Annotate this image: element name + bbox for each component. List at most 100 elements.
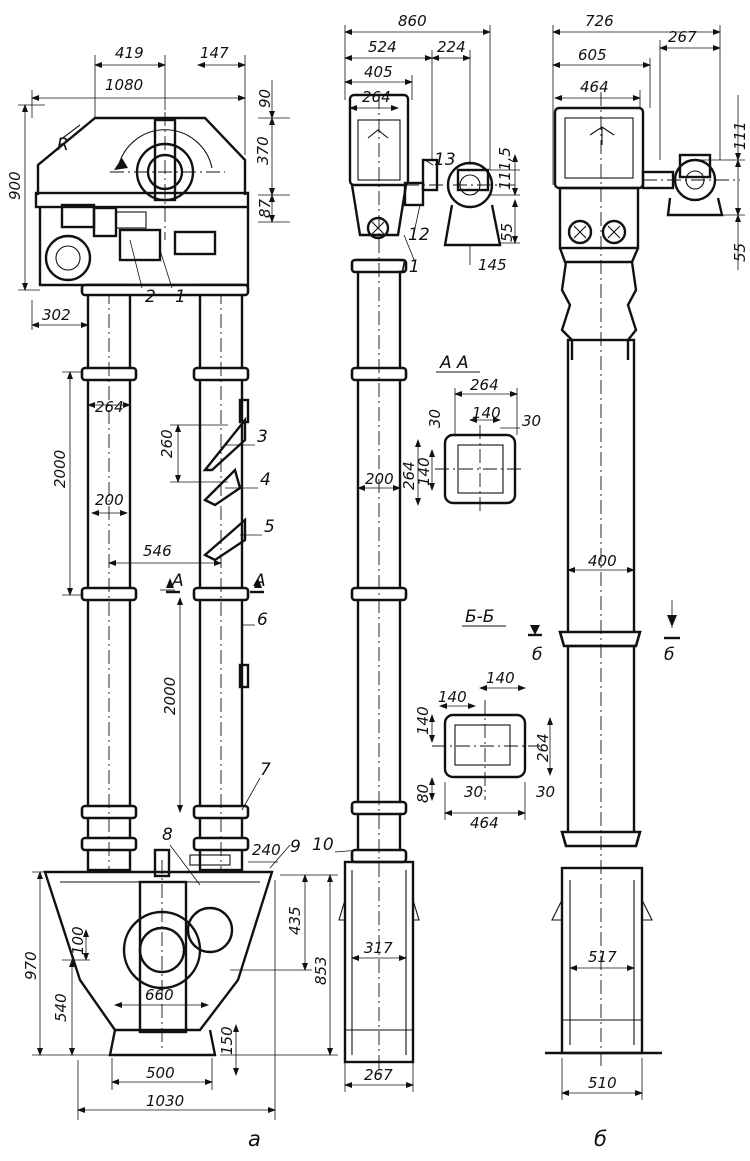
callout-4: 4 [260,470,271,490]
caption-b: б [594,1127,607,1151]
dim-260: 260 [158,429,176,458]
callout-8: 8 [162,825,173,845]
section-aa-title: A A [439,353,469,373]
dim-1030: 1030 [146,1092,184,1110]
dimensions-b [552,25,745,1100]
view-b: 726 267 605 464 111 55 400 517 510 б б [545,12,749,1151]
dim-860: 860 [398,12,427,30]
dim-524: 524 [368,38,397,56]
dim-labels-side: 860 524 224 405 264 111,5 55 145 200 317… [362,12,516,1084]
callout-10: 10 [312,835,334,855]
view-a: R [6,44,338,1151]
dim-87: 87 [256,198,274,218]
dim-100: 100 [69,926,87,955]
caption-a: а [248,1127,261,1151]
dim-aa-140-vert: 140 [415,457,433,486]
dim-726: 726 [585,12,614,30]
dim-bb-30-left: 30 [464,783,483,801]
dim-147: 147 [200,44,229,62]
dim-435: 435 [286,906,304,935]
boot-casing [43,848,274,1057]
head-flange [80,283,250,297]
dim-605: 605 [578,46,607,64]
side-column [350,95,408,1080]
dim-145: 145 [478,256,507,274]
dim-517: 517 [588,948,617,966]
b-head [553,106,645,264]
dim-264: 264 [95,398,124,416]
dim-111: 111 [731,121,749,150]
dim-1080: 1080 [105,76,143,94]
dim-bb-264: 264 [534,733,552,762]
dim-90: 90 [256,89,274,108]
b-drive [641,153,740,217]
dim-540: 540 [52,993,70,1022]
dim-aa-264-vert: 264 [400,461,418,490]
head-pulley [110,112,225,240]
dim-aa-30-left: 30 [426,409,444,428]
dim-510: 510 [588,1074,617,1092]
section-b-mark: б [664,645,674,665]
dim-224: 224 [437,38,466,56]
dim-150: 150 [218,1026,236,1055]
dim-405: 405 [364,63,393,81]
dim-302: 302 [42,306,71,324]
dim-500: 500 [146,1064,175,1082]
callouts-side: 10 11 12 13 [312,150,456,855]
dim-111-5: 111,5 [496,147,514,190]
dim-aa-140: 140 [472,404,501,422]
view-side: 860 524 224 405 264 111,5 55 145 200 317… [312,12,520,1092]
b-boot [545,866,662,1055]
dim-546: 546 [143,542,172,560]
dim-bb-464: 464 [470,814,499,832]
dimensions-side [334,25,520,1092]
dim-267-side: 267 [364,1066,393,1084]
dim-bb-140-left: 140 [438,688,467,706]
dim-2000-upper: 2000 [51,450,69,488]
dim-267-b: 267 [668,28,697,46]
dim-970: 970 [22,951,40,980]
callout-7: 7 [260,760,271,780]
dim-55-b: 55 [731,243,749,262]
dim-bb-30-right: 30 [536,783,555,801]
section-b-b: Б-Б б 140 140 140 264 80 30 30 464 [414,607,555,832]
callout-11: 11 [398,257,420,277]
dim-900: 900 [6,171,24,200]
callout-9: 9 [290,837,301,857]
section-bb-mark: б [532,645,542,665]
dim-240: 240 [252,841,281,859]
head-casing: R [34,116,250,287]
dim-labels-b: 726 267 605 464 111 55 400 517 510 б б [578,12,749,1151]
callout-13: 13 [434,150,456,170]
side-drive [403,158,515,247]
b-column [558,92,642,1070]
dim-264-side: 264 [362,88,391,106]
dim-200-side: 200 [365,470,394,488]
callouts-a: 1 2 3 4 5 6 7 8 9 A A а [145,287,301,1151]
dim-55-side: 55 [498,223,516,242]
dim-labels-a: 419 147 1080 90 900 370 87 302 264 200 2… [6,44,330,1110]
left-column [80,283,138,872]
dim-bb-140-vert: 140 [414,706,432,735]
dim-464-b: 464 [580,78,609,96]
buckets [202,416,247,562]
dim-370: 370 [254,136,272,165]
side-boot [338,860,420,1064]
dim-bb-140-top: 140 [486,669,515,687]
dimensions-a [18,55,338,1120]
section-bb-title: Б-Б [465,607,494,627]
dim-aa-30-right: 30 [522,412,541,430]
callout-1: 1 [175,287,186,307]
dim-660: 660 [145,986,174,1004]
section-mark-a-right: A [253,571,266,591]
dim-2000-lower: 2000 [161,677,179,715]
callout-5: 5 [264,517,275,537]
dim-317: 317 [364,939,393,957]
dim-419: 419 [115,44,144,62]
callout-3: 3 [257,427,268,447]
dim-200: 200 [95,491,124,509]
dim-400: 400 [588,552,617,570]
right-column [192,283,250,872]
dim-bb-80: 80 [414,784,432,803]
